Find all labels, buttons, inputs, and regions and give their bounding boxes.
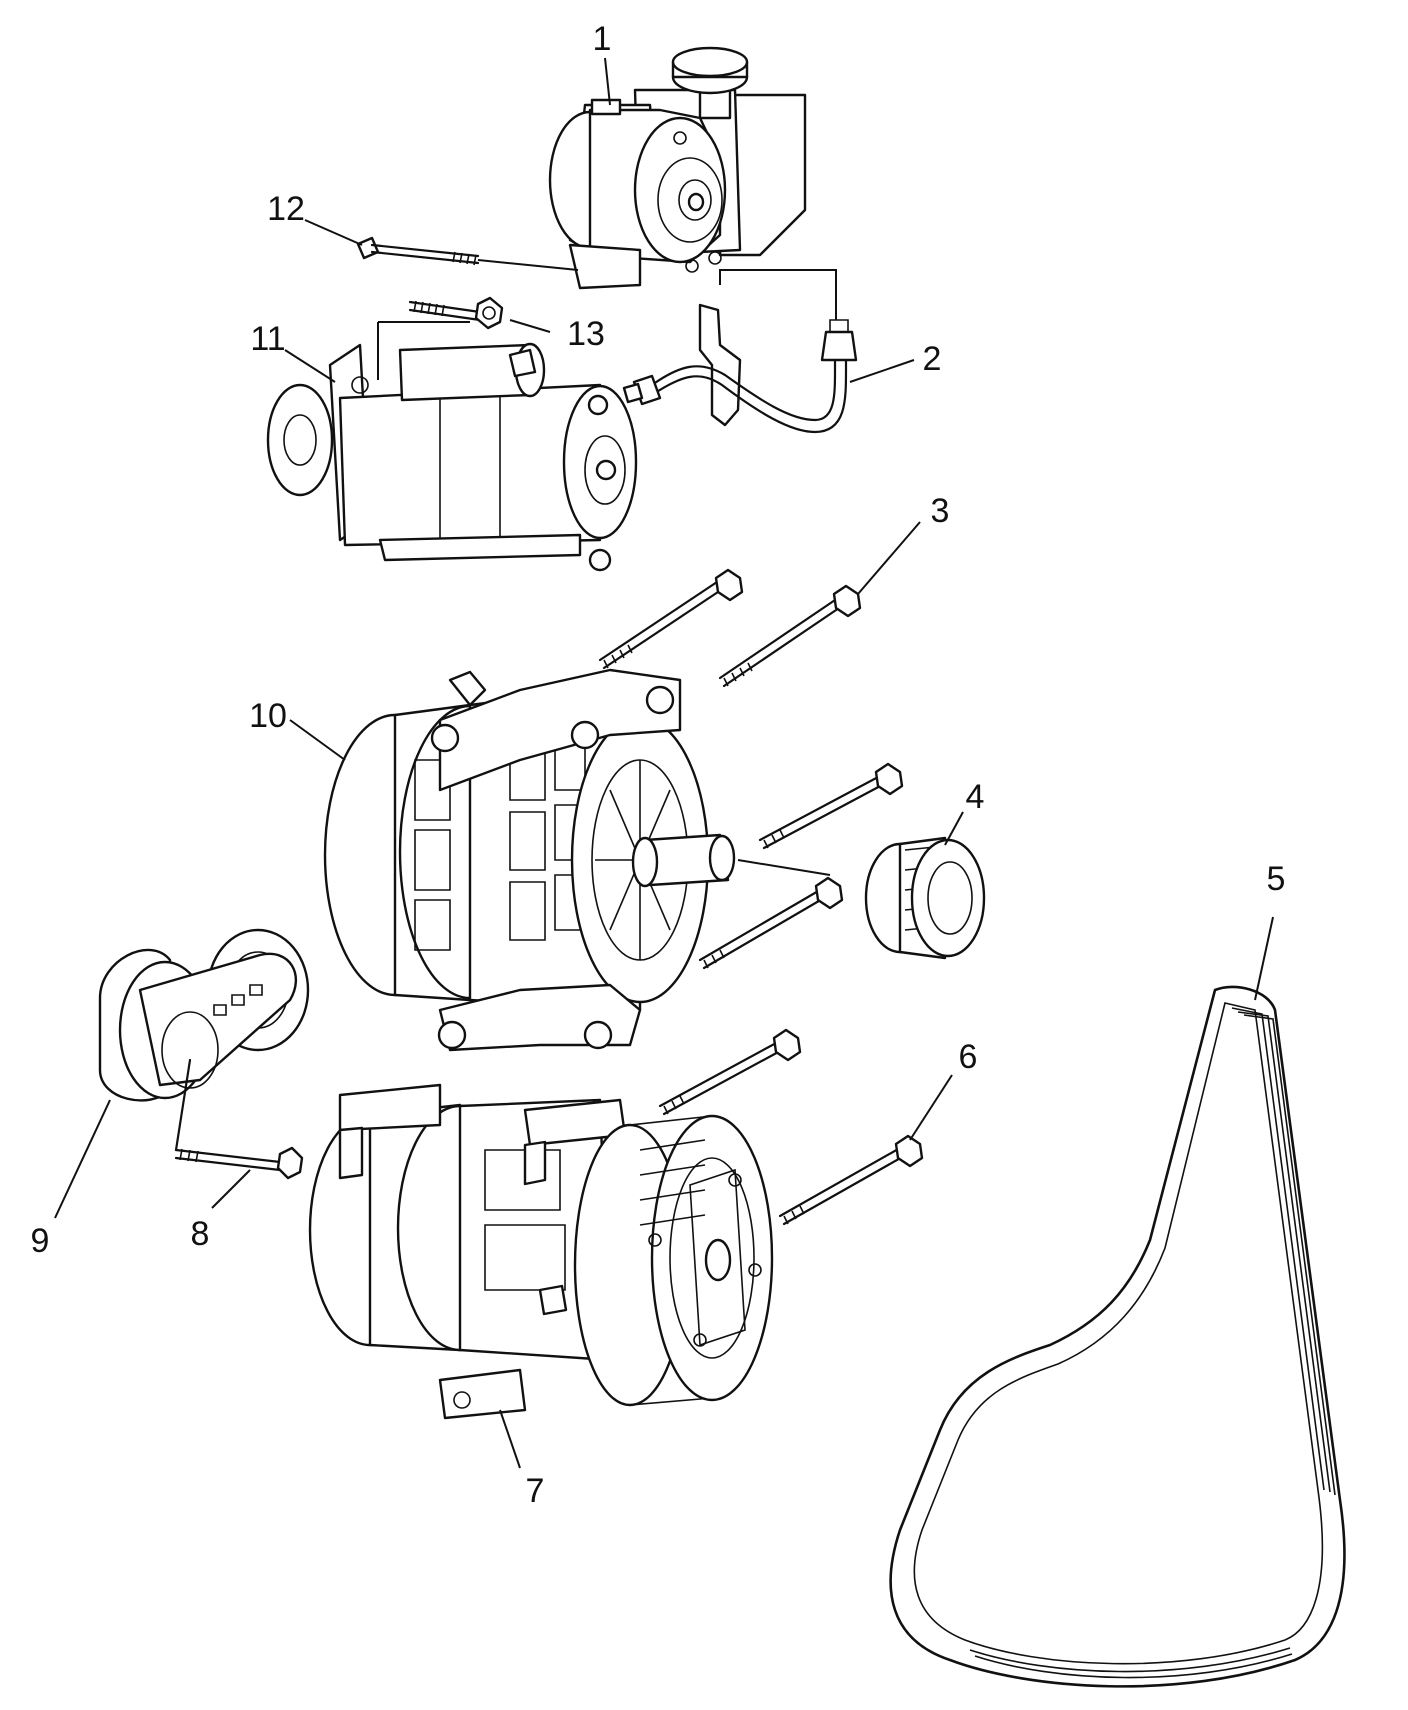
power-steering-pipe [622, 269, 858, 434]
callout-5: 5 [1267, 860, 1286, 898]
bolt-12 [356, 236, 579, 271]
callout-1: 1 [593, 20, 612, 58]
callout-10: 10 [249, 697, 287, 735]
belt-tensioner [98, 928, 310, 1152]
callout-8: 8 [191, 1215, 210, 1253]
callout-12: 12 [267, 190, 305, 228]
alternator-pulley [864, 836, 986, 960]
callout-4: 4 [966, 778, 985, 816]
drive-belt [889, 985, 1346, 1688]
compressor-bolts [658, 1028, 924, 1226]
callout-3: 3 [931, 492, 950, 530]
bolt-8 [174, 1146, 304, 1180]
leader-lines [54, 57, 1274, 1469]
power-steering-pump [548, 46, 807, 290]
callout-7: 7 [526, 1472, 545, 1510]
starter-motor [266, 321, 638, 572]
callout-9: 9 [31, 1222, 50, 1260]
bolt-13 [408, 296, 504, 330]
callout-13: 13 [567, 315, 605, 353]
alternator-bolts [598, 568, 904, 970]
callout-11: 11 [250, 320, 285, 358]
callout-6: 6 [959, 1038, 978, 1076]
ac-compressor [308, 1083, 774, 1420]
alternator [323, 668, 831, 1052]
callout-2: 2 [923, 340, 942, 378]
callouts: 1 2 3 4 5 6 7 8 9 10 11 12 13 [31, 20, 1286, 1510]
